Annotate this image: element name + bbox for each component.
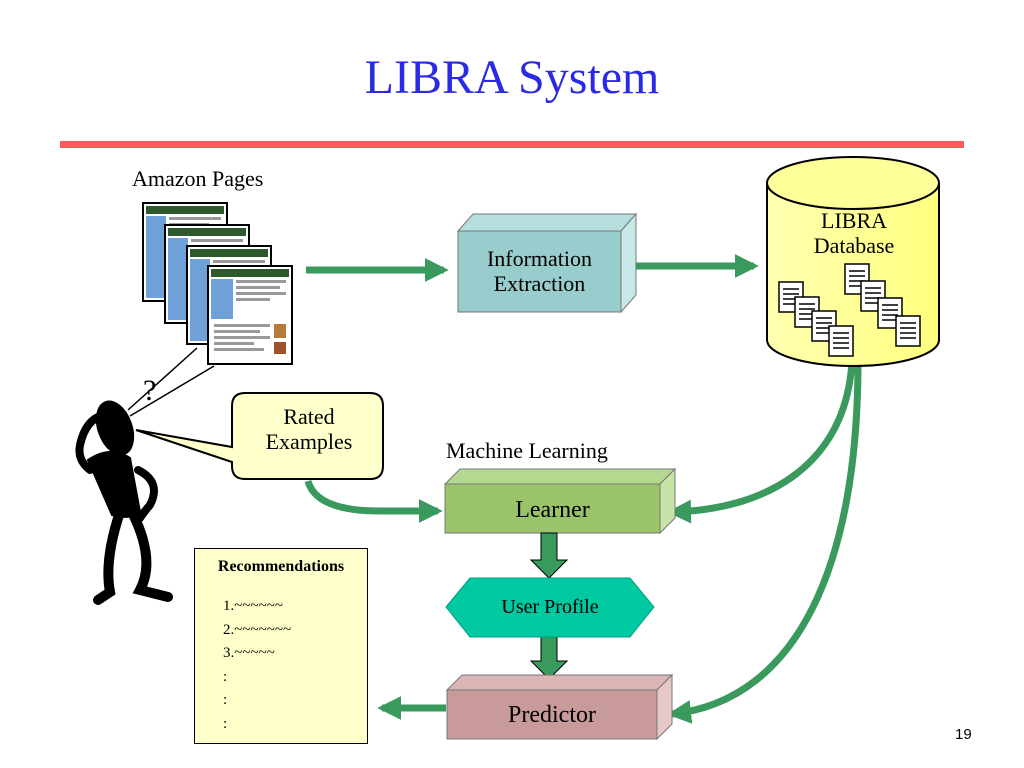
arrow-profile-to-predictor bbox=[529, 635, 569, 680]
rated-examples-label: Rated Examples bbox=[265, 404, 353, 455]
amazon-pages-icon bbox=[142, 202, 293, 365]
recommendation-ellipsis: : bbox=[223, 692, 228, 708]
recommendation-item: 2.~~~~~~~ bbox=[223, 621, 292, 638]
information-extraction-box bbox=[456, 212, 638, 314]
page-number: 19 bbox=[955, 726, 972, 743]
arrow-database-to-predictor bbox=[667, 361, 862, 724]
learner-box bbox=[443, 467, 677, 535]
arrow-examples-to-learner bbox=[304, 479, 443, 523]
recommendation-item: 1.~~~~~~ bbox=[223, 598, 283, 614]
sight-line-bottom bbox=[129, 365, 215, 417]
recommendation-ellipsis: : bbox=[223, 715, 228, 732]
predictor-label: Predictor bbox=[508, 702, 596, 728]
sight-line-top bbox=[127, 347, 198, 411]
machine-learning-label: Machine Learning bbox=[446, 438, 608, 463]
title-divider bbox=[60, 141, 964, 148]
recommendations-title: Recommendations bbox=[217, 558, 345, 575]
recommendations-panel: Recommendations 1.~~~~~~ 2.~~~~~~~ 3.~~~… bbox=[194, 548, 368, 744]
arrow-database-to-learner bbox=[667, 361, 856, 524]
document-icons bbox=[778, 263, 921, 357]
thinking-person-icon bbox=[75, 400, 173, 605]
question-mark: ? bbox=[143, 374, 157, 407]
slide-title: LIBRA System bbox=[364, 51, 660, 104]
predictor-box bbox=[445, 673, 674, 741]
libra-database-label: LIBRA Database bbox=[813, 208, 895, 259]
arrow-learner-to-profile bbox=[529, 532, 569, 579]
rated-examples-callout bbox=[135, 392, 384, 480]
user-profile-hexagon bbox=[445, 577, 655, 638]
information-extraction-label: Information Extraction bbox=[486, 246, 593, 297]
user-profile-label: User Profile bbox=[501, 596, 599, 618]
amazon-pages-label: Amazon Pages bbox=[132, 166, 264, 191]
recommendation-ellipsis: : bbox=[223, 668, 228, 685]
recommendations-list: 1.~~~~~~ 2.~~~~~~~ 3.~~~~~ : : : bbox=[223, 595, 291, 736]
learner-label: Learner bbox=[515, 497, 590, 523]
recommendation-item: 3.~~~~~ bbox=[223, 645, 275, 661]
